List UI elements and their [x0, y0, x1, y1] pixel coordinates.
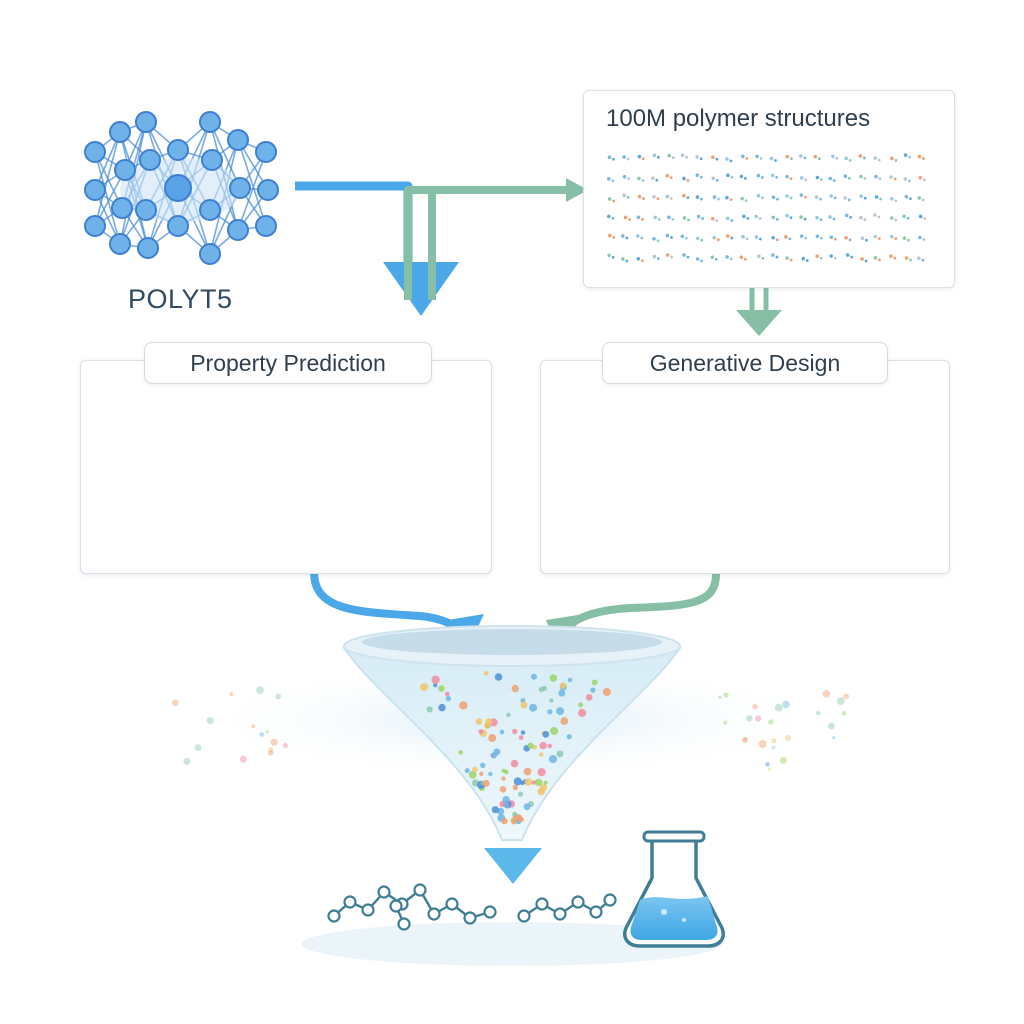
dataset-panel: 100M polymer structures	[583, 90, 955, 288]
particles	[172, 670, 849, 825]
structure-grid	[607, 153, 927, 263]
flask-icon	[623, 830, 725, 948]
output-base	[302, 922, 722, 966]
neural-network-icon	[84, 111, 279, 265]
dataset-title: 100M polymer structures	[606, 105, 871, 132]
generative-design-panel	[540, 360, 950, 574]
funnel-icon	[342, 625, 682, 841]
arrow-dataset-to-generative	[736, 288, 782, 336]
funnel-output-arrow	[484, 848, 542, 884]
generative-design-title: Generative Design	[602, 342, 888, 384]
model-name: POLYT5	[128, 284, 233, 314]
property-prediction-panel	[80, 360, 492, 574]
molecule-icon	[327, 883, 617, 931]
property-prediction-title: Property Prediction	[144, 342, 432, 384]
arrow-model-to-dataset	[404, 178, 588, 300]
